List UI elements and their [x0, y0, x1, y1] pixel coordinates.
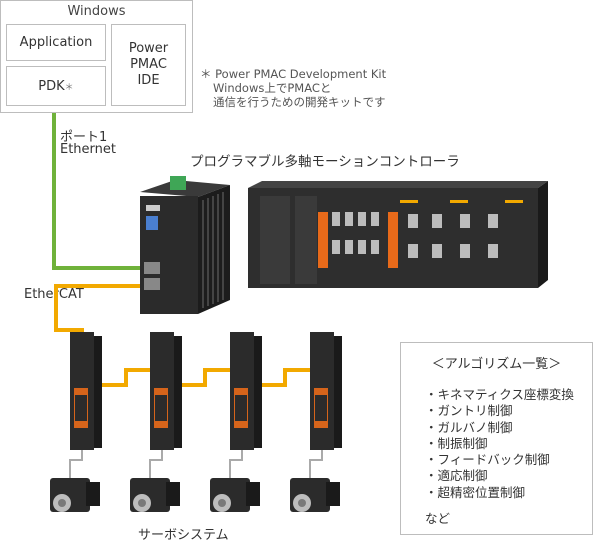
footnote-line2: Windows上でPMACと — [213, 81, 332, 95]
pdk-footnote: ＊ Power PMAC Development Kit Windows上でPM… — [200, 67, 386, 109]
list-item: ・制振制御 — [425, 435, 488, 451]
servo-motor-2 — [130, 478, 180, 512]
servo-motor-4 — [290, 478, 340, 512]
compact-motion-controller — [140, 176, 230, 314]
list-item: ・キネマティクス座標変換 — [425, 387, 574, 402]
pdk-box: PDK＊ — [6, 66, 106, 106]
servo-drive-2 — [150, 332, 182, 450]
ethernet-cable — [52, 113, 140, 270]
algorithm-list-tail: など — [425, 511, 451, 526]
motor-cables — [69, 450, 323, 482]
application-box: Application — [6, 24, 106, 61]
list-item: ・ガントリ制御 — [425, 403, 513, 419]
servo-motor-3 — [210, 478, 260, 512]
windows-title: Windows — [67, 4, 126, 19]
list-item: ・フィードバック制御 — [425, 452, 550, 468]
ide-label-line2: PMAC — [130, 57, 167, 72]
pdk-label: PDK — [38, 78, 65, 94]
algorithm-list: ・キネマティクス座標変換 ・ガントリ制御 ・ガルバノ制御 ・制振制御 ・フィード… — [425, 387, 574, 501]
footnote-line1: ＊ Power PMAC Development Kit — [200, 67, 387, 81]
list-item: ・超精密位置制御 — [425, 484, 526, 500]
servo-motors — [50, 478, 340, 512]
list-item: ・ガルバノ制御 — [425, 419, 513, 435]
servo-drive-3 — [230, 332, 262, 450]
ide-label-line3: IDE — [137, 73, 160, 88]
controller-title: プログラマブル多軸モーションコントローラ — [190, 154, 460, 170]
ethercat-label: EtherCAT — [24, 287, 84, 302]
ide-label-line1: Power — [128, 41, 169, 56]
port-label: ポート1 — [60, 130, 108, 145]
footnote-line3: 通信を行うための開発キットです — [213, 95, 386, 109]
rack-motion-controller — [248, 181, 548, 288]
servo-drive-1 — [70, 332, 102, 450]
servo-drives — [70, 332, 342, 450]
list-item: ・適応制御 — [425, 468, 488, 484]
servo-motor-1 — [50, 478, 100, 512]
application-label: Application — [19, 35, 93, 50]
pdk-note-mark: ＊ — [64, 82, 74, 93]
ethernet-label: Ethernet — [60, 142, 116, 157]
servo-system-label: サーボシステム — [138, 528, 229, 543]
ethercat-daisy-chain — [88, 368, 320, 387]
algorithm-list-title: ＜アルゴリズム一覧＞ — [431, 357, 562, 372]
algorithm-list-box: ＜アルゴリズム一覧＞ ・キネマティクス座標変換 ・ガントリ制御 ・ガルバノ制御 … — [400, 342, 593, 535]
servo-drive-4 — [310, 332, 342, 450]
power-pmac-ide-box: Power PMAC IDE — [111, 24, 186, 106]
